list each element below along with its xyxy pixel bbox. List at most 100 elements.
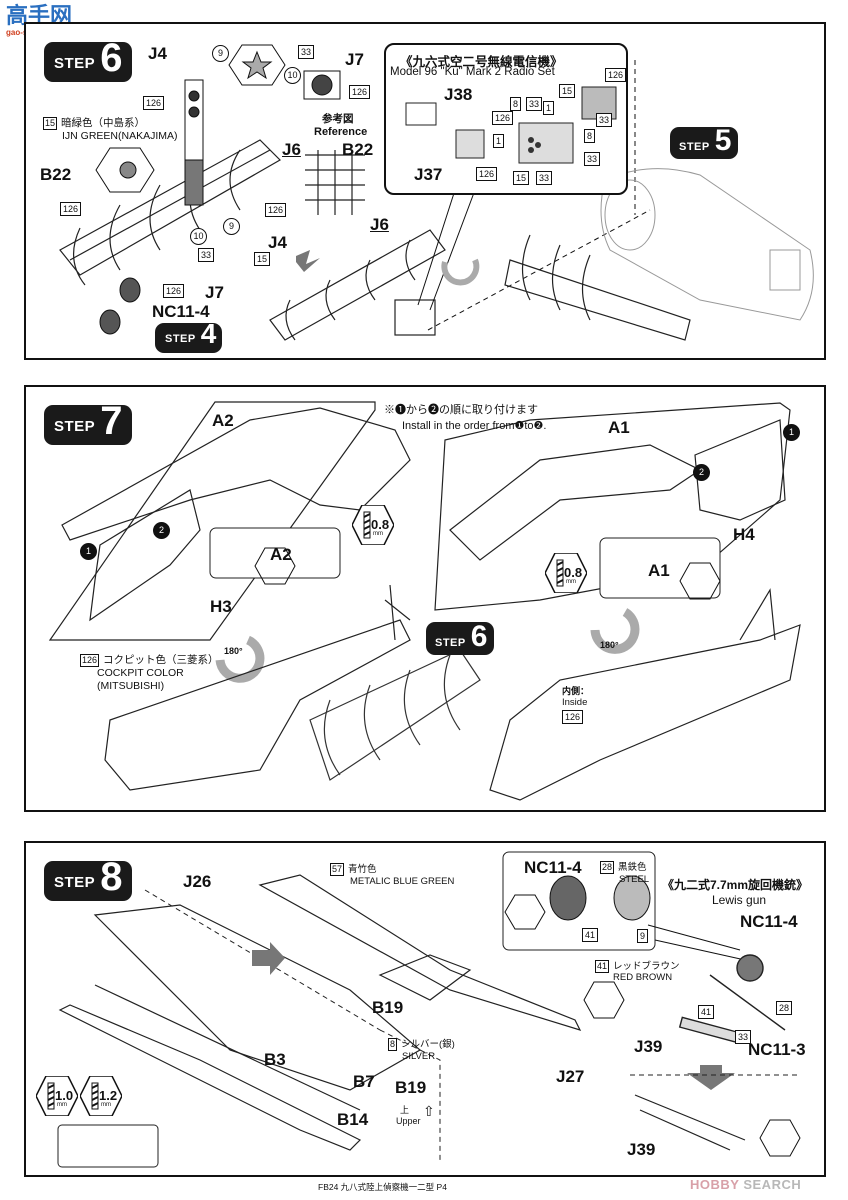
- part-label-j27: J27: [556, 1067, 585, 1086]
- drill-unit: mm: [57, 1102, 67, 1108]
- part-label-j7-low: J7: [205, 283, 224, 302]
- cockpit-sidewall-illustration: [104, 584, 411, 791]
- inside-label-en: Inside: [562, 697, 588, 708]
- install-order-note-jp: ※❶から❷の順に取り付けます: [384, 404, 538, 416]
- paint-code-33: 33: [735, 1030, 752, 1044]
- paint-code-1: 1: [543, 101, 555, 115]
- paint-code-41: 41: [698, 1005, 715, 1019]
- step-word: STEP: [54, 418, 96, 435]
- fuselage-right-illustration: [489, 588, 801, 801]
- part-label-h4: H4: [733, 525, 755, 544]
- rotate-180-label: 180°: [600, 640, 619, 650]
- part-label-a1-detail: A1: [648, 561, 670, 580]
- radio-title-jp: 《九六式空二号無線電信機》: [400, 55, 563, 69]
- paint-code-8: 8: [510, 97, 522, 111]
- paint-code-15: 15: [254, 252, 271, 266]
- step5-frame-illustration: [504, 234, 691, 341]
- gauge-j7: [303, 70, 341, 100]
- lewis-gun-installed: [634, 1094, 746, 1151]
- drill-unit: mm: [566, 579, 576, 585]
- paint-code-126: 126: [163, 284, 185, 298]
- part-label-j39: J39: [634, 1037, 663, 1056]
- paint-code-126: 126: [143, 96, 165, 110]
- paint-code-33: 33: [526, 97, 543, 111]
- part-label-nc11-3: NC11-3: [748, 1040, 806, 1059]
- part-label-j4-low: J4: [268, 233, 287, 252]
- rotation-arrow-180-left: [215, 635, 265, 683]
- step-4-badge: STEP 4: [155, 318, 222, 353]
- part-label-j6: J6: [282, 140, 301, 159]
- step7-right-fuselage: [434, 402, 791, 611]
- paint-code: 15: [43, 117, 58, 130]
- paint-code-126: 126: [265, 203, 287, 217]
- paint-code-126: 126: [605, 68, 627, 82]
- paint-41-name-en: RED BROWN: [613, 972, 673, 983]
- paint-code: 28: [600, 861, 615, 874]
- paint-code-28: 28: [776, 1001, 793, 1015]
- paint-code-41: 41: [582, 928, 599, 942]
- sanding-hex-icons: [254, 547, 801, 1157]
- paint-code-33: 33: [198, 248, 215, 262]
- paint-code-126: 126: [476, 167, 498, 181]
- upper-label-jp: 上: [400, 1105, 410, 1115]
- paint-code: 126: [80, 654, 100, 667]
- paint-code-33: 33: [596, 113, 613, 127]
- reference-label-en: Reference: [314, 126, 368, 138]
- step7-detail-box-left: [209, 527, 341, 579]
- part-label-j38: J38: [444, 85, 473, 104]
- step-number: 5: [714, 124, 732, 157]
- step-number: 4: [200, 318, 217, 349]
- cockpit-paint-en1: COCKPIT COLOR: [97, 667, 184, 679]
- part-label-j37: J37: [414, 165, 443, 184]
- paint-name-jp: 青竹色: [348, 864, 377, 875]
- step-8-badge: STEP 8: [44, 855, 132, 901]
- wheel-icons: [99, 277, 141, 335]
- fuselage-frame-illustration: [59, 139, 281, 286]
- step-number: 7: [100, 399, 123, 443]
- paint-name-jp: 暗緑色（中島系）: [61, 117, 146, 129]
- part-label-j7: J7: [345, 50, 364, 69]
- inside-label-jp: 内側：: [562, 686, 590, 696]
- rotate-180-label: 180°: [224, 646, 243, 656]
- lewis-gun-title-jp: 《九二式7.7mm旋回機銃》: [662, 878, 809, 892]
- paint-code-126: 126: [349, 85, 371, 99]
- paint-name-jp: レッドブラウン: [613, 961, 680, 972]
- part-label-j39-low: J39: [627, 1140, 656, 1159]
- cockpit-frame-assembly: [309, 649, 481, 781]
- paint-code-10: 10: [284, 67, 301, 84]
- reference-frame: [305, 150, 365, 215]
- step-word: STEP: [165, 333, 196, 345]
- upper-label-en: Upper: [396, 1116, 421, 1126]
- drill-size: 0.8: [564, 565, 583, 580]
- paint-name-jp: 黒鉄色: [618, 862, 647, 873]
- drill-detail-box: [57, 1124, 159, 1168]
- wheel-paint-en: STEEL: [619, 874, 650, 885]
- step-8-panel: [24, 841, 826, 1177]
- down-arrow-gray: [687, 1065, 735, 1090]
- drill-size: 0.8: [371, 517, 390, 532]
- part-label-nc11-4: NC11-4: [152, 302, 210, 321]
- upper-wing-illustration: [258, 874, 582, 1031]
- radio-title-en: Model 96 "Ku" Mark 2 Radio Set: [390, 66, 555, 78]
- star-decal-hex: [228, 44, 286, 86]
- step-number: 8: [100, 855, 123, 899]
- part-label-h3: H3: [210, 597, 232, 616]
- part-label-b7: B7: [353, 1072, 375, 1091]
- part-label-j26: J26: [183, 872, 212, 891]
- step-number: 6: [470, 620, 488, 653]
- radio-set-illustration: [405, 86, 617, 164]
- instrument-panel-j4: [184, 79, 204, 206]
- fuselage-frame-assembled: [269, 229, 446, 341]
- step-5-badge: STEP 5: [670, 124, 738, 159]
- part-label-j6-right: J6: [370, 215, 389, 234]
- order-mark-2: 2: [693, 464, 710, 481]
- lewis-gun-title-en: Lewis gun: [712, 893, 767, 907]
- paint-code-10: 10: [190, 228, 207, 245]
- lewis-gun-illustration: [678, 954, 786, 1044]
- part-label-nc11-4: NC11-4: [740, 912, 798, 931]
- step7-detail-box-right: [599, 537, 721, 599]
